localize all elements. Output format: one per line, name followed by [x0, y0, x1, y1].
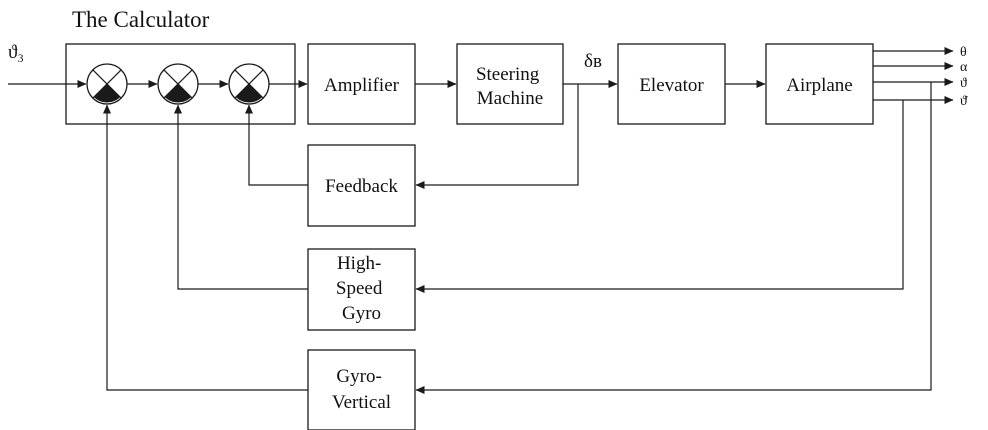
output-label-theta: θ — [960, 45, 967, 60]
elevator-signal-label: δв — [584, 51, 602, 72]
feedback-block — [307, 144, 416, 227]
high-speed-gyro-to-sum2-arrow — [174, 104, 308, 290]
elevator-block — [617, 43, 726, 125]
airplane-block — [765, 43, 874, 125]
steering-feedback-tap-arrow — [415, 84, 579, 189]
output-label-vartheta: ϑ — [960, 76, 967, 91]
high-speed-gyro-block — [307, 248, 416, 331]
steering-machine-block — [456, 43, 564, 125]
amplifier-label: Amplifier — [324, 75, 400, 96]
output-label-vartheta-dot: ϑ̇ — [960, 94, 968, 109]
elevator-label: Elevator — [639, 75, 704, 96]
summing-junction-1 — [86, 63, 128, 105]
steering-machine-label: Steering Machine — [476, 64, 544, 109]
feedback-to-sum3-arrow — [245, 104, 308, 186]
gyro-vertical-block — [307, 349, 416, 430]
high-speed-gyro-label: High- Speed Gyro — [336, 253, 387, 324]
summing-junction-3 — [228, 63, 270, 105]
input-label: ϑ₃ — [8, 42, 24, 63]
feedback-label: Feedback — [325, 176, 398, 197]
output-label-alpha: α — [960, 60, 968, 75]
airplane-to-gyro-vertical-arrow — [415, 82, 932, 394]
calculator-title: The Calculator — [72, 7, 210, 32]
gyro-vertical-label: Gyro- Vertical — [332, 366, 391, 413]
summing-junction-2 — [157, 63, 199, 105]
airplane-to-high-speed-gyro-arrow — [415, 100, 904, 293]
gyro-vertical-to-sum1-arrow — [103, 104, 308, 391]
airplane-label: Airplane — [786, 75, 852, 96]
